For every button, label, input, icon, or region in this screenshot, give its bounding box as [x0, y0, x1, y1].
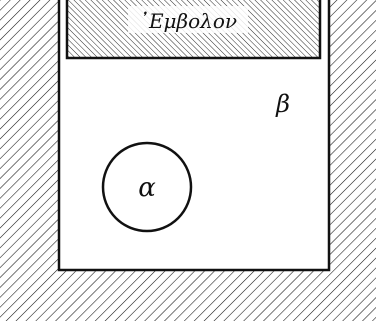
piston-label: ᾿Εμβολον	[139, 9, 237, 33]
circle-alpha-outline	[101, 141, 193, 233]
piston-outline	[65, 0, 322, 60]
piston-label-backdrop	[128, 6, 248, 33]
region-beta-label: β	[275, 90, 290, 118]
circle-alpha-label: α	[138, 173, 156, 203]
circle-alpha: α	[101, 141, 193, 233]
cylinder-outline	[57, 0, 331, 272]
piston: ᾿Εμβολον	[65, 0, 322, 60]
